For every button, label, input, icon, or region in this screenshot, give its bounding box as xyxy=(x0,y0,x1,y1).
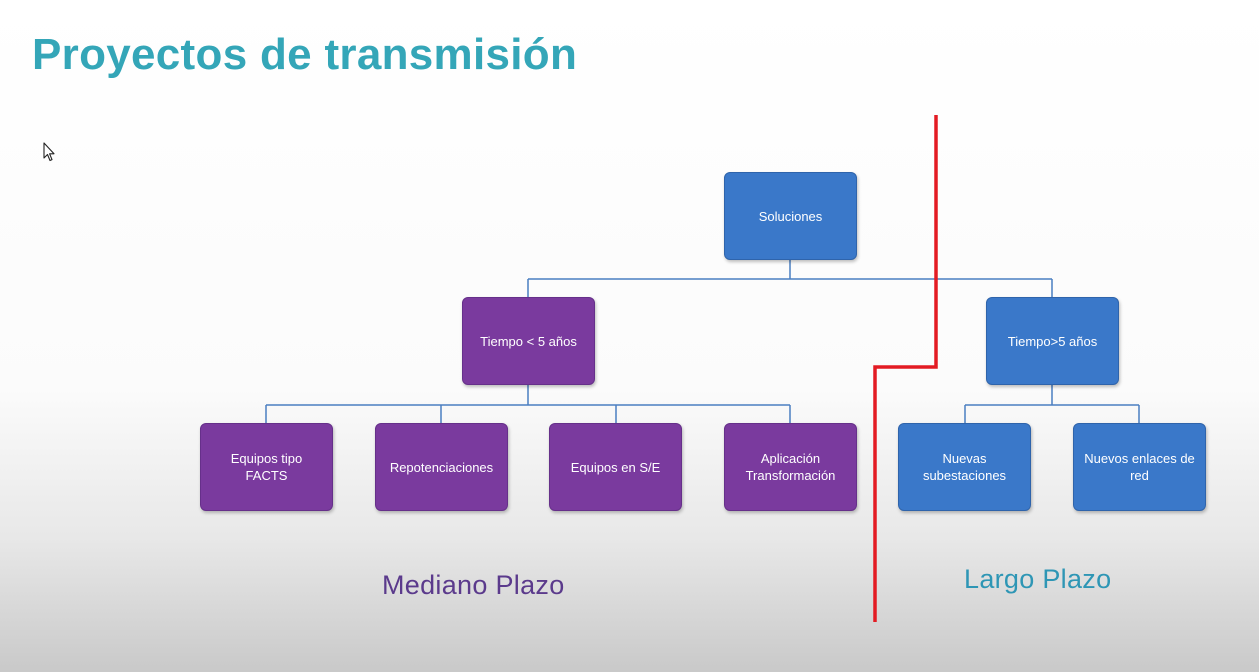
node-soluciones: Soluciones xyxy=(724,172,857,260)
node-tiempo-menor-5-label: Tiempo < 5 años xyxy=(480,333,577,349)
connector-root-to-level2 xyxy=(527,260,1053,297)
node-equipos-se-label: Equipos en S/E xyxy=(570,459,661,475)
node-equipos-facts-label: Equipos tipo FACTS xyxy=(230,451,303,483)
node-equipos-se: Equipos en S/E xyxy=(549,423,682,511)
node-nuevas-subestaciones-label: Nuevas subestaciones xyxy=(922,451,1007,483)
node-repotenciaciones-label: Repotenciaciones xyxy=(389,459,494,475)
node-soluciones-label: Soluciones xyxy=(758,208,823,224)
largo-plazo-label: Largo Plazo xyxy=(964,564,1112,594)
node-aplicacion-transformacion: Aplicación Transformación xyxy=(724,423,857,511)
node-tiempo-mayor-5: Tiempo>5 años xyxy=(986,297,1119,385)
node-nuevos-enlaces: Nuevos enlaces de red xyxy=(1073,423,1206,511)
timeframe-divider-line xyxy=(873,115,938,622)
node-tiempo-mayor-5-label: Tiempo>5 años xyxy=(1007,333,1098,349)
mouse-pointer-icon xyxy=(43,142,55,162)
node-repotenciaciones: Repotenciaciones xyxy=(375,423,508,511)
node-nuevas-subestaciones: Nuevas subestaciones xyxy=(898,423,1031,511)
connector-longterm-to-children xyxy=(964,385,1140,423)
node-equipos-facts: Equipos tipo FACTS xyxy=(200,423,333,511)
slide-title: Proyectos de transmisión xyxy=(32,30,578,79)
node-nuevos-enlaces-label: Nuevos enlaces de red xyxy=(1084,451,1195,483)
node-tiempo-menor-5: Tiempo < 5 años xyxy=(462,297,595,385)
connector-midterm-to-children xyxy=(265,385,791,423)
node-aplicacion-transformacion-label: Aplicación Transformación xyxy=(745,451,836,483)
mediano-plazo-label: Mediano Plazo xyxy=(382,570,565,600)
